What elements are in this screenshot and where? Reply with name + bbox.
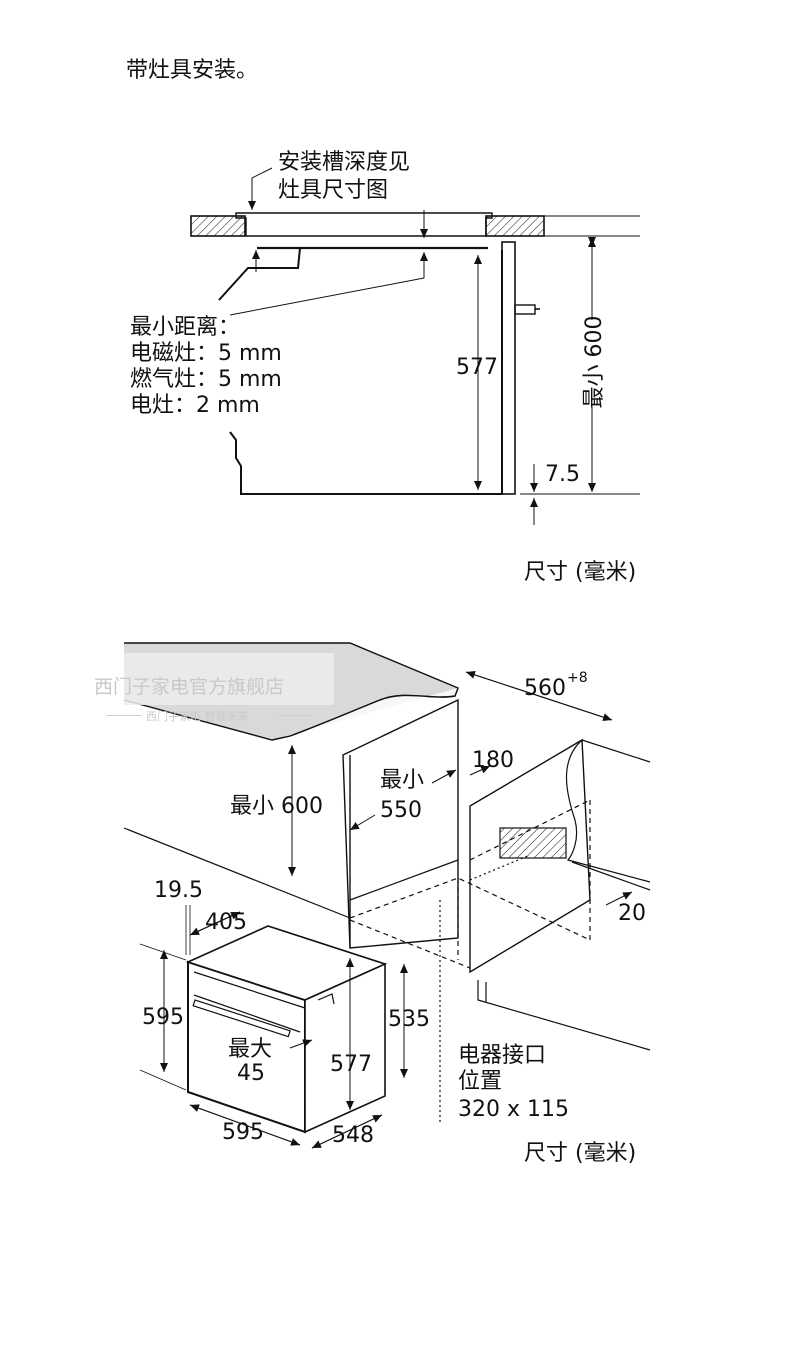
dimension-min600-section: 最小 600 bbox=[582, 315, 607, 409]
oven-handle bbox=[514, 304, 536, 315]
oven-side bbox=[304, 962, 386, 1134]
slot-depth-note-line1: 安装槽深度见 bbox=[278, 150, 411, 175]
diagram-1-side-section bbox=[190, 167, 640, 525]
worktop-right bbox=[485, 215, 545, 237]
dimension-405: 405 bbox=[205, 910, 247, 935]
dimension-180: 180 bbox=[472, 748, 514, 773]
dimension-max45-value: 45 bbox=[237, 1061, 265, 1086]
units-note-bottom: 尺寸 (毫米) bbox=[524, 1141, 637, 1166]
watermark-rule-right bbox=[276, 715, 312, 716]
dimension-595-width: 595 bbox=[222, 1120, 264, 1145]
watermark-tagline: 西门子家电 智领未来 bbox=[146, 710, 249, 723]
dimension-535: 535 bbox=[388, 1007, 430, 1032]
worktop-left bbox=[190, 215, 246, 237]
dimension-max45-label: 最大 bbox=[228, 1037, 273, 1062]
page-heading: 带灶具安装。 bbox=[126, 58, 259, 83]
dimension-548: 548 bbox=[332, 1123, 374, 1148]
slot-depth-note-line2: 灶具尺寸图 bbox=[278, 178, 389, 203]
min-distance-induction: 电磁灶：5 mm bbox=[130, 341, 282, 366]
min-distance-gas: 燃气灶：5 mm bbox=[130, 367, 282, 392]
connector-zone bbox=[499, 827, 567, 859]
dimension-560-tolerance: +8 bbox=[567, 670, 588, 686]
dimension-min600-cabinet: 最小 600 bbox=[230, 794, 323, 819]
connector-size: 320 x 115 bbox=[458, 1097, 569, 1122]
dimension-595-height: 595 bbox=[142, 1005, 184, 1030]
watermark-rule-left bbox=[106, 715, 142, 716]
oven-handle-bar bbox=[192, 999, 291, 1038]
watermark-panel bbox=[124, 653, 334, 705]
connector-label-line2: 位置 bbox=[458, 1069, 503, 1094]
dimension-560: 560 bbox=[524, 676, 566, 701]
dimension-577-section: 577 bbox=[456, 355, 498, 380]
dimension-577-oven: 577 bbox=[330, 1052, 372, 1077]
connector-label-line1: 电器接口 bbox=[458, 1043, 547, 1068]
dimension-20: 20 bbox=[618, 901, 646, 926]
watermark-store: 西门子家电官方旗舰店 bbox=[94, 676, 285, 698]
cooktop bbox=[235, 212, 493, 237]
dimension-19-5: 19.5 bbox=[154, 878, 203, 903]
dimension-min550-value: 550 bbox=[380, 798, 422, 823]
min-distance-title: 最小距离： bbox=[130, 315, 241, 340]
units-note-top: 尺寸 (毫米) bbox=[524, 560, 637, 585]
dimension-min550-label: 最小 bbox=[380, 768, 425, 793]
cabinet-left-panel bbox=[342, 698, 459, 949]
dimension-7-5: 7.5 bbox=[545, 462, 580, 487]
oven-door bbox=[501, 241, 516, 495]
min-distance-electric: 电灶：2 mm bbox=[130, 393, 260, 418]
